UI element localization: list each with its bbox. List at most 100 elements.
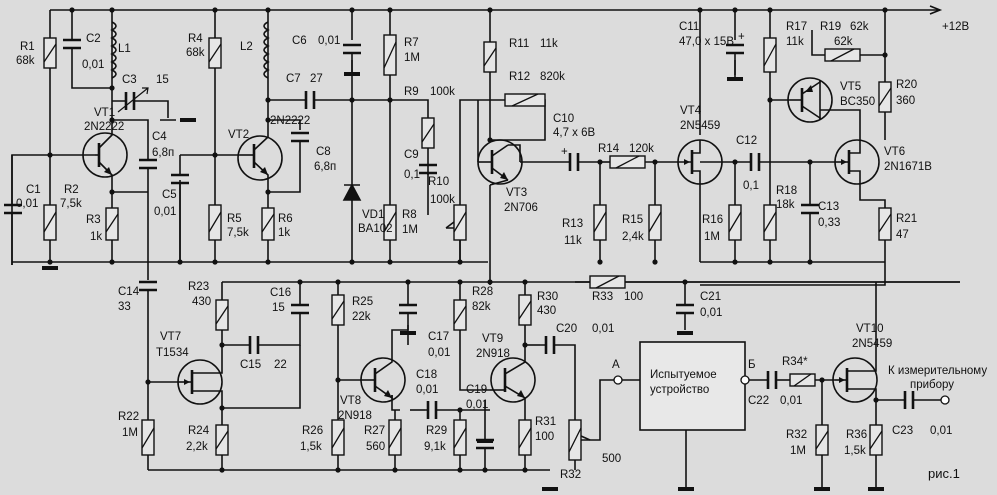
c12-value: 0,1	[743, 180, 759, 192]
transistor-vt3	[477, 139, 523, 186]
c10-ref: C10	[553, 113, 574, 125]
r14-ref: R14	[598, 143, 620, 155]
r33-ref: R33	[592, 291, 613, 303]
vd1-ref: VD1	[362, 209, 384, 221]
vt10-ref: VT10	[856, 323, 884, 335]
capacitor-c12	[749, 153, 761, 171]
r34-ref: R34*	[782, 356, 808, 368]
vt9-ref: VT9	[482, 333, 503, 345]
r2-value: 7,5k	[60, 198, 82, 210]
dut-label-line1: Испытуемое	[650, 369, 717, 381]
c10-plus: +	[561, 146, 568, 158]
r23-value: 430	[192, 296, 211, 308]
r6-ref: R6	[278, 213, 293, 225]
transistor-vt5	[787, 77, 833, 123]
c17-ref: C17	[428, 331, 449, 343]
c11-plus: +	[738, 31, 745, 43]
r3-value: 1k	[90, 231, 102, 243]
r32-ref: R32	[560, 469, 581, 481]
capacitor-c8	[291, 131, 309, 143]
r24-ref: R24	[188, 425, 210, 437]
transistor-vt10	[832, 357, 878, 403]
c13-value: 0,33	[818, 217, 840, 229]
c22-ref: C22	[748, 395, 769, 407]
resistor-bodies	[43, 34, 892, 461]
transistor-vt8	[360, 355, 406, 403]
vt7-ref: VT7	[160, 331, 181, 343]
r30-value: 430	[537, 305, 556, 317]
r31-ref: R31	[535, 416, 556, 428]
c14-ref: C14	[118, 286, 140, 298]
vt3-ref: VT3	[506, 187, 527, 199]
port-a	[613, 375, 623, 385]
port-b-label: Б	[748, 359, 756, 371]
c18-value: 0,01	[416, 384, 438, 396]
vt1-ref: VT1	[94, 107, 115, 119]
c9-value: 0,1	[404, 169, 420, 181]
r3-ref: R3	[86, 214, 101, 226]
capacitor-c13	[801, 203, 819, 215]
r21-value: 47	[896, 229, 909, 241]
output-terminal	[940, 395, 950, 405]
c20-value: 0,01	[592, 323, 614, 335]
r32b-ref: R32	[786, 429, 807, 441]
r11-ref: R11	[509, 38, 529, 50]
r6-value: 1k	[278, 227, 290, 239]
r17-ref: R17	[786, 21, 807, 33]
vd1-type: BA102	[358, 223, 393, 235]
c13-ref: C13	[818, 201, 839, 213]
capacitor-c22	[766, 371, 778, 389]
diode-vd1	[342, 183, 362, 201]
capacitor-c17	[399, 303, 417, 315]
c15-ref: C15	[240, 359, 261, 371]
r29-ref: R29	[426, 425, 447, 437]
c21-value: 0,01	[700, 307, 722, 319]
r5-ref: R5	[227, 213, 242, 225]
r34-value: 0,01	[780, 395, 802, 407]
c7-ref: C7	[286, 73, 301, 85]
r36-ref: R36	[846, 429, 867, 441]
r24-value: 2,2k	[186, 441, 208, 453]
c2-value: 0,01	[82, 59, 104, 71]
vt8-ref: VT8	[340, 395, 361, 407]
vt10-type: 2N5459	[852, 338, 892, 350]
r27-value: 560	[366, 441, 385, 453]
capacitor-c18	[426, 401, 438, 419]
l1-ref: L1	[118, 43, 131, 55]
capacitor-c1	[4, 203, 22, 215]
vt6-type: 2N1671B	[884, 161, 932, 173]
inductor-l2	[263, 21, 270, 79]
capacitor-c15	[248, 336, 260, 354]
ground-symbols	[42, 72, 884, 491]
r26-ref: R26	[302, 425, 323, 437]
capacitor-c4	[139, 158, 157, 170]
r13-value: 11k	[564, 235, 582, 247]
vt8-type: 2N918	[338, 410, 372, 422]
c10-value: 4,7 х 6В	[553, 127, 596, 139]
capacitor-c21	[676, 303, 694, 315]
capacitor-c3	[117, 87, 149, 113]
r7-ref: R7	[404, 37, 419, 49]
r12-value: 820k	[540, 71, 565, 83]
vt4-ref: VT4	[680, 105, 702, 117]
c14-value: 33	[118, 301, 131, 313]
c9-ref: C9	[404, 149, 419, 161]
r14-value: 120k	[629, 143, 654, 155]
r19-value: 62k	[834, 36, 853, 48]
c4-value: 6,8п	[152, 147, 174, 159]
r22-ref: R22	[118, 411, 139, 423]
capacitor-c6	[343, 43, 361, 55]
c1-value: 0,01	[16, 198, 38, 210]
r2-ref: R2	[64, 184, 79, 196]
r19-value-top: 62k	[850, 21, 869, 33]
c3-ref: C3	[122, 74, 137, 86]
r18-value: 18k	[776, 199, 795, 211]
c20-ref: C20	[556, 323, 577, 335]
transistor-vt4	[675, 139, 723, 185]
output-label-line1: К измерительному	[888, 365, 987, 377]
r15-ref: R15	[622, 214, 643, 226]
capacitor-c5	[171, 173, 189, 185]
vt3-type: 2N706	[504, 202, 538, 214]
c5-ref: C5	[162, 189, 177, 201]
